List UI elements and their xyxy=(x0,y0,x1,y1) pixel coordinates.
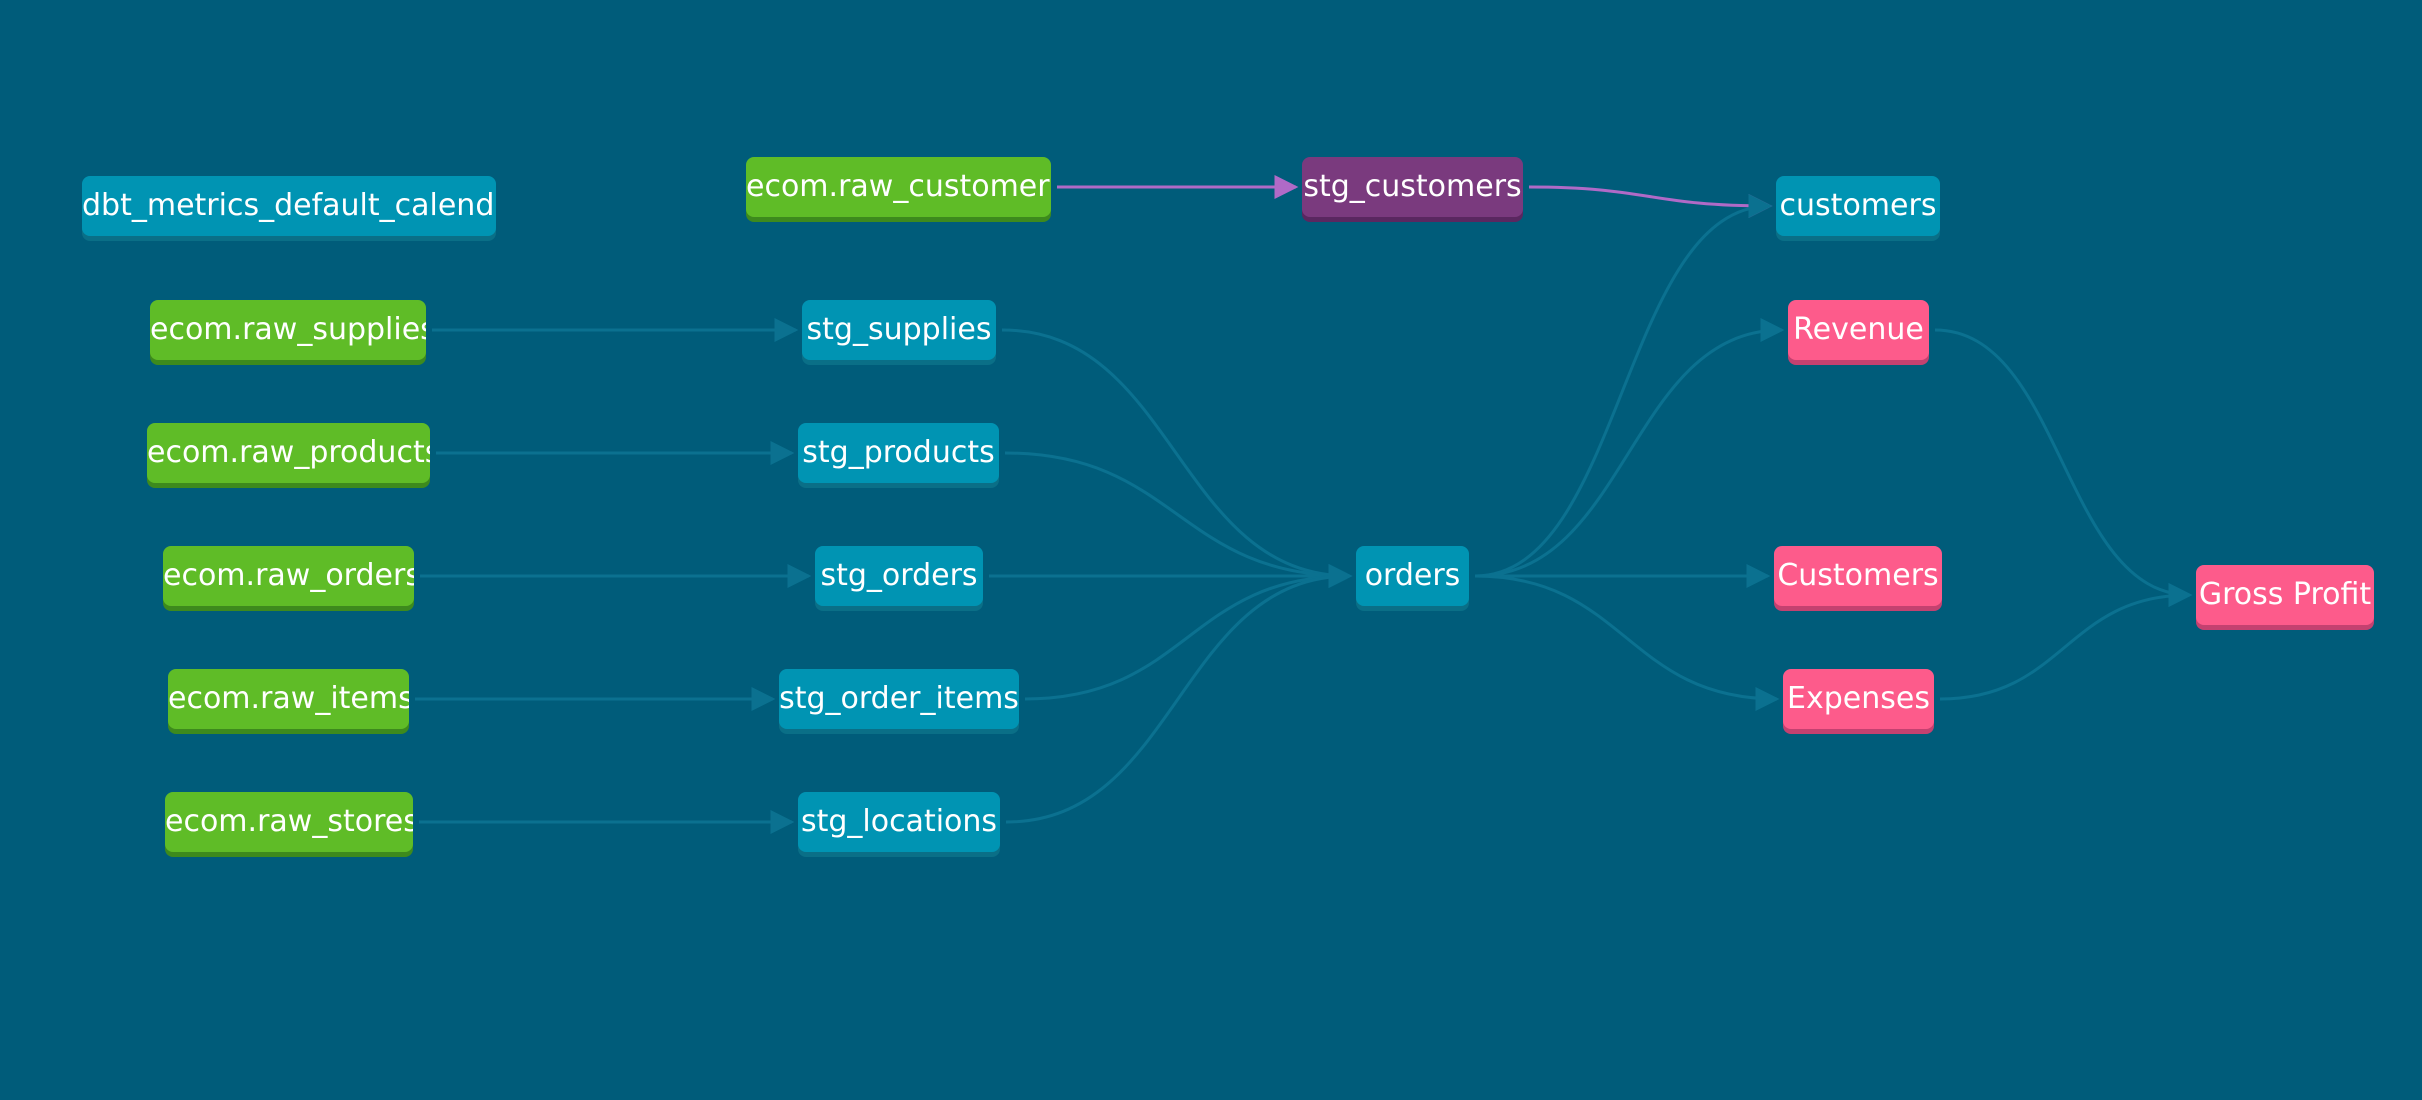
node-dbt-metrics-default-calendar[interactable]: dbt_metrics_default_calendar xyxy=(82,176,496,236)
node-ecom-raw-customers[interactable]: ecom.raw_customers xyxy=(746,157,1051,217)
node-ecom-raw-supplies[interactable]: ecom.raw_supplies xyxy=(150,300,426,360)
node-customers[interactable]: customers xyxy=(1776,176,1940,236)
node-label: customers xyxy=(1779,188,1937,223)
node-label: stg_locations xyxy=(800,804,998,839)
node-ecom-raw-orders[interactable]: ecom.raw_orders xyxy=(163,546,414,606)
node-metric-gross-profit[interactable]: Gross Profit xyxy=(2196,565,2374,625)
edge-orders-to-customers xyxy=(1474,194,1773,578)
node-stg-locations[interactable]: stg_locations xyxy=(798,792,1000,852)
edge-expenses-to-gross_profit xyxy=(1939,583,2193,701)
edge-orders-to-expenses xyxy=(1474,574,1780,711)
node-label: Expenses xyxy=(1787,681,1930,716)
node-label: stg_products xyxy=(802,435,995,470)
node-label: orders xyxy=(1364,558,1461,593)
node-ecom-raw-stores[interactable]: ecom.raw_stores xyxy=(165,792,413,852)
node-label: Revenue xyxy=(1793,312,1924,347)
node-metric-expenses[interactable]: Expenses xyxy=(1783,669,1934,729)
node-stg-customers[interactable]: stg_customers xyxy=(1302,157,1523,217)
edge-stg_order_items-to-orders xyxy=(1024,564,1353,701)
node-label: stg_order_items xyxy=(779,681,1019,716)
node-label: Customers xyxy=(1777,558,1939,593)
node-orders[interactable]: orders xyxy=(1356,546,1469,606)
edge-stg_supplies-to-orders xyxy=(1001,328,1353,588)
node-label: ecom.raw_stores xyxy=(165,804,413,839)
node-ecom-raw-products[interactable]: ecom.raw_products xyxy=(147,423,430,483)
edge-revenue-to-gross_profit xyxy=(1934,328,2193,607)
node-label: Gross Profit xyxy=(2198,577,2372,612)
node-stg-supplies[interactable]: stg_supplies xyxy=(802,300,996,360)
node-metric-customers[interactable]: Customers xyxy=(1774,546,1942,606)
node-label: ecom.raw_orders xyxy=(163,558,414,593)
node-label: ecom.raw_products xyxy=(147,435,430,470)
edge-stg_products-to-orders xyxy=(1004,451,1353,588)
edge-orders-to-revenue xyxy=(1474,318,1785,578)
node-stg-order-items[interactable]: stg_order_items xyxy=(779,669,1019,729)
node-label: stg_supplies xyxy=(806,312,992,347)
node-label: ecom.raw_customers xyxy=(746,169,1051,204)
node-label: stg_customers xyxy=(1303,169,1522,204)
edge-stg_customers-to-customers xyxy=(1528,185,1773,218)
node-stg-orders[interactable]: stg_orders xyxy=(815,546,983,606)
node-ecom-raw-items[interactable]: ecom.raw_items xyxy=(168,669,409,729)
node-label: ecom.raw_supplies xyxy=(150,312,426,347)
node-stg-products[interactable]: stg_products xyxy=(798,423,999,483)
node-label: stg_orders xyxy=(820,558,978,593)
node-metric-revenue[interactable]: Revenue xyxy=(1788,300,1929,360)
node-label: ecom.raw_items xyxy=(168,681,409,716)
node-label: dbt_metrics_default_calendar xyxy=(82,188,496,223)
edge-stg_locations-to-orders xyxy=(1005,564,1353,824)
